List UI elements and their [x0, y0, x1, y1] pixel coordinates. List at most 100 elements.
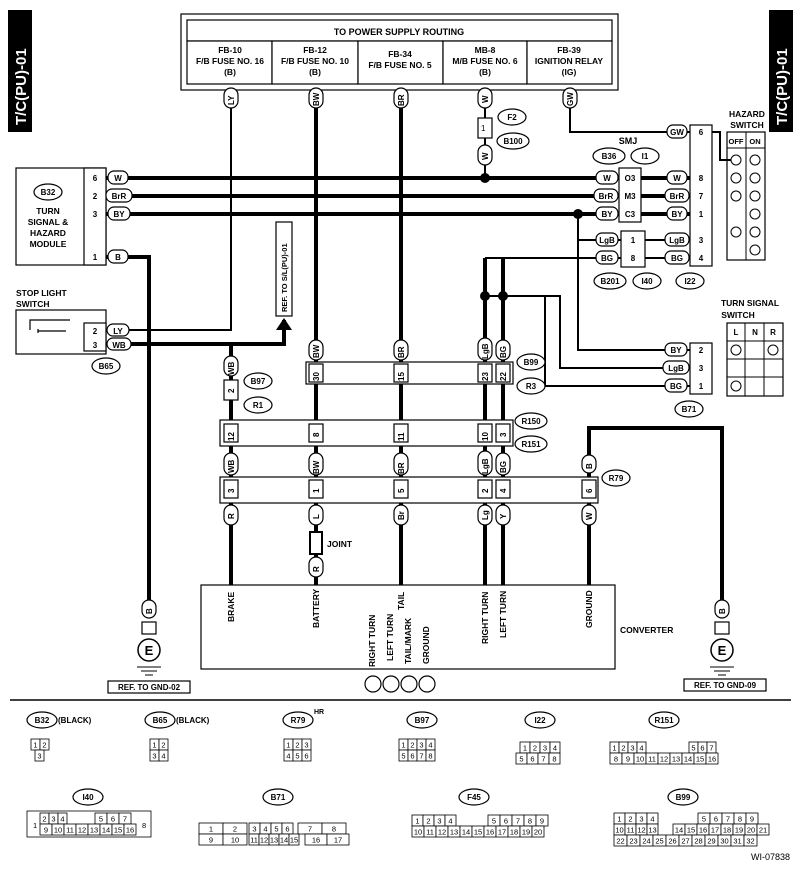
b97-label: B97 — [415, 716, 430, 725]
b71-pin: 5 — [274, 825, 278, 834]
svg-text:3: 3 — [499, 432, 508, 437]
svg-text:I1: I1 — [642, 152, 649, 161]
b97-pin: 6 — [410, 752, 414, 761]
svg-text:12: 12 — [227, 432, 236, 441]
svg-text:BG: BG — [670, 382, 682, 391]
f45-pin: 2 — [426, 817, 430, 826]
b32-pin-cell — [34, 749, 45, 762]
b99-label: B99 — [676, 793, 691, 802]
r79-pin: 6 — [304, 752, 308, 761]
svg-text:GROUND: GROUND — [421, 626, 431, 664]
svg-text:2: 2 — [93, 327, 98, 336]
svg-text:22: 22 — [499, 372, 508, 381]
b99-pin-cell — [743, 834, 758, 847]
b71-pin: 17 — [334, 836, 342, 845]
b97-pin: 4 — [428, 741, 432, 750]
svg-text:O3: O3 — [625, 174, 636, 183]
b71-pin-cell — [326, 833, 350, 846]
turn-signal-switch: TURN SIGNAL SWITCH BY LgB BG 2 3 1 L N R… — [662, 298, 784, 418]
r79-pin: 1 — [286, 741, 290, 750]
i40-pin: 16 — [126, 826, 134, 835]
b99-pin: 24 — [642, 837, 650, 846]
svg-text:8: 8 — [699, 174, 704, 183]
r79-top-labels: WB BW BR LgB BG B — [223, 450, 597, 476]
svg-text:WB: WB — [112, 341, 126, 350]
f45-pin: 9 — [540, 817, 544, 826]
svg-text:REF. TO S/L(PU)-01: REF. TO S/L(PU)-01 — [280, 243, 289, 312]
b99-label-oval — [667, 788, 699, 806]
svg-text:3: 3 — [93, 210, 98, 219]
svg-text:7: 7 — [699, 192, 704, 201]
i22-pin: 7 — [541, 755, 545, 764]
svg-text:B100: B100 — [503, 137, 523, 146]
r79-tag: HR — [314, 709, 324, 716]
b32-pin: 3 — [37, 752, 41, 761]
b71-pin: 7 — [308, 825, 312, 834]
svg-text:RIGHT TURN: RIGHT TURN — [367, 615, 377, 667]
f45-pin: 5 — [492, 817, 496, 826]
f45-label-oval — [458, 788, 490, 806]
svg-text:CONVERTER: CONVERTER — [620, 625, 673, 635]
b71-pin: 15 — [290, 836, 298, 845]
r79-bottom-labels: R L Br Lg Y W — [223, 504, 597, 526]
svg-text:3: 3 — [93, 341, 98, 350]
b71-label: B71 — [271, 793, 286, 802]
svg-text:LY: LY — [113, 327, 123, 336]
i40-pin: 10 — [54, 826, 62, 835]
svg-text:1: 1 — [699, 210, 704, 219]
b99-pin: 4 — [650, 815, 654, 824]
b99-pin: 2 — [628, 815, 632, 824]
svg-text:F2: F2 — [507, 113, 517, 122]
svg-text:GW: GW — [566, 92, 575, 106]
svg-text:LEFT TURN: LEFT TURN — [498, 591, 508, 638]
i40-pin: 14 — [102, 826, 110, 835]
svg-text:BG: BG — [601, 254, 613, 263]
f45-pin: 10 — [414, 828, 422, 837]
svg-text:BR: BR — [397, 462, 406, 474]
converter: BRAKE BATTERY TAIL RIGHT TURN LEFT TURN … — [200, 584, 673, 693]
svg-text:W: W — [673, 174, 681, 183]
svg-text:LgB: LgB — [668, 364, 684, 373]
svg-text:R79: R79 — [609, 474, 624, 483]
i22-pin: 8 — [552, 755, 556, 764]
b99-pin: 19 — [735, 826, 743, 835]
svg-text:LgB: LgB — [599, 236, 615, 245]
svg-text:R150: R150 — [521, 417, 541, 426]
wires — [104, 90, 724, 600]
fuse-code: (IG) — [562, 67, 577, 77]
side-tab-right-text: T/C(PU)-01 — [774, 48, 791, 125]
svg-text:10: 10 — [481, 432, 490, 441]
svg-text:R1: R1 — [253, 401, 264, 410]
fuse-name: FB-12 — [303, 45, 327, 55]
side-tab-left-text: T/C(PU)-01 — [13, 48, 30, 125]
svg-text:SMJ: SMJ — [619, 136, 638, 146]
i40-side-pin: 8 — [142, 821, 146, 830]
svg-text:SIGNAL &: SIGNAL & — [28, 217, 68, 227]
svg-text:I22: I22 — [684, 277, 696, 286]
i40-pin: 7 — [123, 815, 127, 824]
r151-pin: 4 — [639, 744, 643, 753]
r79-pin: 2 — [295, 741, 299, 750]
svg-text:W: W — [481, 152, 490, 160]
svg-text:B201: B201 — [600, 277, 620, 286]
svg-text:15: 15 — [397, 372, 406, 381]
r151-pin: 7 — [709, 744, 713, 753]
power-supply-box: TO POWER SUPPLY ROUTING FB-10 F/B FUSE N… — [180, 13, 619, 91]
svg-text:BR: BR — [397, 94, 406, 106]
svg-text:STOP LIGHT: STOP LIGHT — [16, 288, 68, 298]
i40-pin: 11 — [66, 826, 74, 835]
svg-text:R151: R151 — [521, 440, 541, 449]
svg-text:E: E — [145, 643, 154, 658]
svg-text:BW: BW — [312, 92, 321, 106]
i22-pin: 3 — [543, 744, 547, 753]
r79-pin: 3 — [304, 741, 308, 750]
i40-pin: 9 — [44, 826, 48, 835]
b99-pin-cell — [756, 823, 770, 836]
svg-text:6: 6 — [93, 174, 98, 183]
svg-text:R: R — [227, 513, 236, 519]
i22-pin: 2 — [533, 744, 537, 753]
i40-pin: 3 — [51, 815, 55, 824]
i40-pin: 4 — [60, 815, 64, 824]
ref-sl: REF. TO S/L(PU)-01 — [275, 221, 293, 330]
